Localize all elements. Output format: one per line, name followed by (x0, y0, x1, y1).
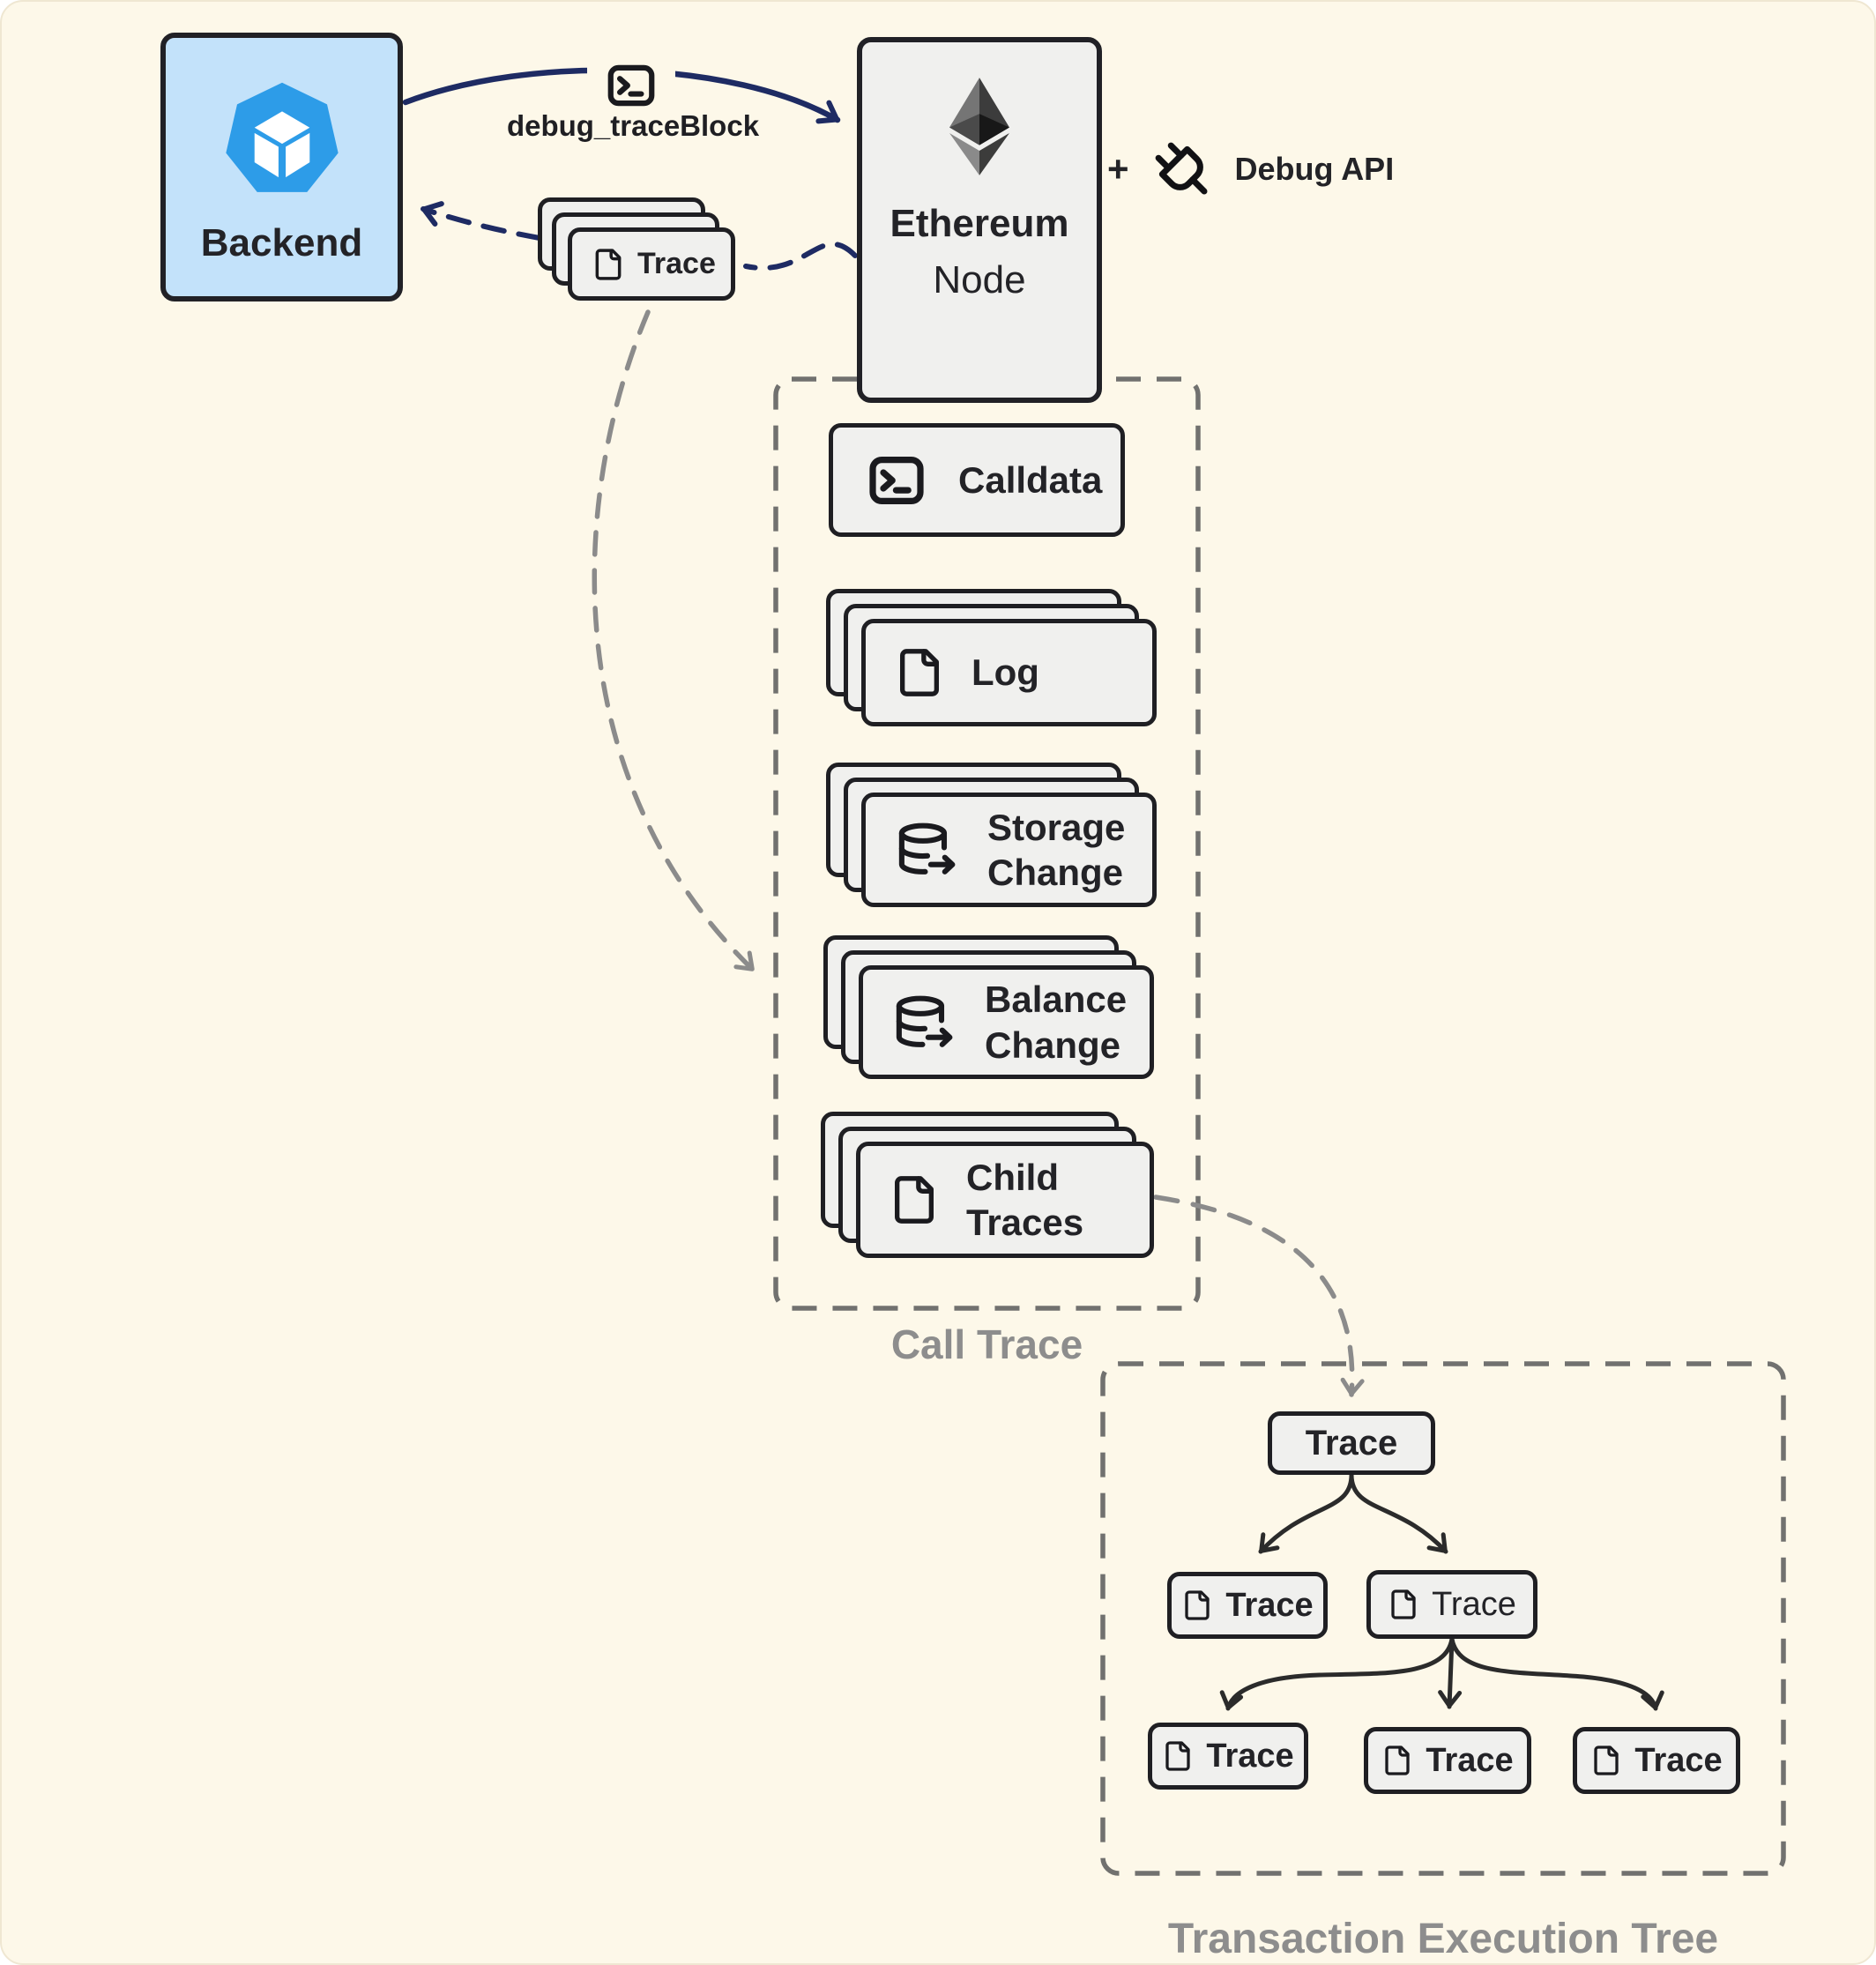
child-traces-stack: Child Traces (821, 1112, 1156, 1258)
tree-node-label: Trace (1634, 1741, 1723, 1779)
storage-change-stack: Storage Change (826, 763, 1158, 908)
file-icon (592, 245, 625, 284)
plug-icon (1147, 134, 1217, 205)
call-trace-title: Call Trace (890, 1321, 1083, 1367)
file-icon (889, 1171, 940, 1229)
log-card: Log (861, 619, 1157, 726)
execution-tree-title: Transaction Execution Tree (1167, 1916, 1719, 1962)
ethereum-subtitle: Node (933, 258, 1026, 301)
tree-node-label: Trace (1225, 1586, 1314, 1624)
edge-child-right (1449, 1636, 1664, 1711)
log-label: Log (972, 651, 1039, 694)
balance-change-stack: Balance Change (823, 935, 1156, 1080)
trace-stack-label: Trace (637, 247, 716, 280)
calldata-label: Calldata (958, 458, 1103, 501)
request-label: debug_traceBlock (506, 109, 760, 142)
child-traces-label: Child Traces (966, 1156, 1084, 1243)
file-icon (1162, 1738, 1194, 1775)
ethereum-logo-icon (949, 78, 1009, 175)
backend-cube-icon (222, 80, 342, 200)
edge-root-left (1258, 1472, 1354, 1554)
edge-child-left (1219, 1636, 1455, 1711)
balance-change-label: Balance Change (985, 979, 1128, 1066)
tree-grandchild-node: Trace (1573, 1727, 1740, 1794)
balance-change-card: Balance Change (859, 965, 1154, 1079)
terminal-icon (861, 449, 932, 512)
tree-root-node: Trace (1268, 1411, 1435, 1475)
child-traces-card: Child Traces (856, 1142, 1154, 1258)
backend-label: Backend (200, 221, 363, 264)
file-icon (1388, 1586, 1419, 1623)
file-icon (1590, 1742, 1622, 1779)
trace-stack-card: Trace (568, 227, 735, 301)
request-terminal-badge (587, 51, 675, 120)
database-arrow-icon (894, 821, 961, 879)
storage-change-card: Storage Change (861, 793, 1157, 907)
ethereum-title: Ethereum (890, 202, 1069, 245)
edge-child-mid (1438, 1636, 1463, 1709)
backend-node: Backend (160, 33, 403, 301)
terminal-icon (604, 58, 659, 113)
trace-stack: Trace (538, 197, 737, 301)
tree-child-node: Trace (1366, 1570, 1537, 1639)
arrow-child-traces-to-tree (1153, 1195, 1365, 1397)
file-icon (1181, 1587, 1213, 1624)
call-trace-container (773, 376, 1201, 1311)
tree-node-label: Trace (1426, 1741, 1514, 1779)
edge-root-right (1349, 1472, 1448, 1554)
execution-tree-container (1100, 1361, 1786, 1876)
arrow-trace-to-backend (421, 201, 542, 241)
file-icon (1381, 1742, 1413, 1779)
storage-change-label: Storage Change (987, 806, 1126, 893)
calldata-card: Calldata (829, 423, 1125, 537)
file-icon (894, 644, 945, 701)
link-node-to-trace (743, 242, 858, 271)
debug-api-label: Debug API (1234, 151, 1395, 187)
tree-grandchild-node: Trace (1148, 1723, 1308, 1790)
database-arrow-icon (891, 994, 958, 1052)
tree-node-label: Trace (1432, 1585, 1516, 1623)
tree-child-node: Trace (1167, 1572, 1328, 1639)
tree-grandchild-node: Trace (1364, 1727, 1531, 1794)
plus-sign: + (1107, 148, 1129, 190)
log-stack: Log (826, 589, 1158, 727)
arrow-trace-to-call-trace (592, 309, 756, 972)
tree-node-label: Trace (1206, 1737, 1294, 1775)
tree-root-label: Trace (1305, 1423, 1398, 1463)
debug-api-group: + Debug API (1107, 132, 1394, 206)
ethereum-node: Ethereum Node (857, 37, 1102, 403)
